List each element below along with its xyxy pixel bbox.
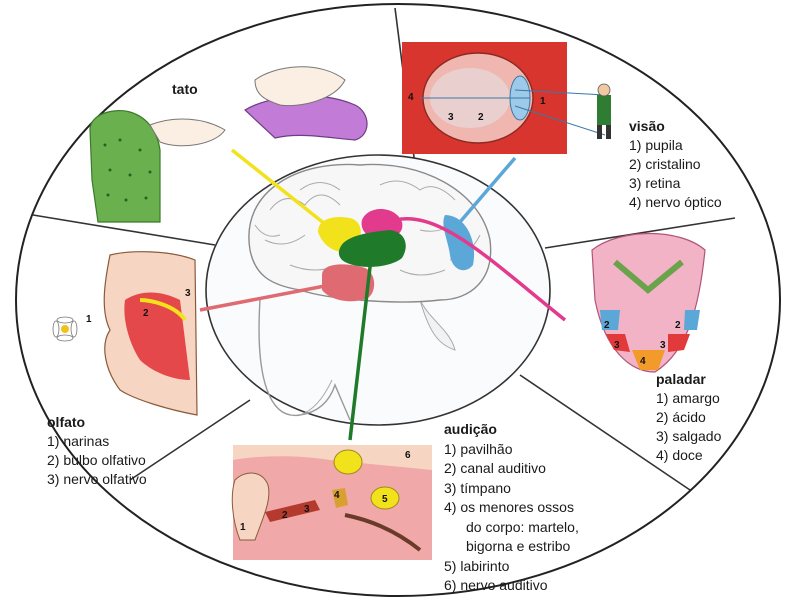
paladar-item: 3) salgado — [656, 428, 722, 444]
visao-title: visão — [629, 118, 665, 134]
brain-region-audicao — [338, 230, 406, 267]
brain-region-olfato — [322, 264, 375, 302]
audicao-title: audição — [444, 421, 497, 437]
audicao-item: 1) pavilhão — [444, 440, 513, 457]
paladar-item: 1) amargo — [656, 390, 720, 406]
paladar-marker: 4 — [640, 356, 646, 367]
olfato-marker: 1 — [86, 314, 92, 325]
visao-marker: 4 — [408, 92, 414, 103]
olfato-item: 2) bulbo olfativo — [47, 452, 146, 468]
audicao-marker: 6 — [405, 450, 411, 461]
line-paladar — [394, 217, 567, 322]
visao-marker: 1 — [540, 96, 546, 107]
audicao-item: 3) tímpano — [444, 479, 511, 496]
visao-item: 2) cristalino — [629, 156, 701, 172]
audicao-item: 6) nervo auditivo — [444, 577, 548, 593]
visao-item: 1) pupila — [629, 137, 683, 153]
paladar-marker: 3 — [660, 340, 666, 351]
visao-item: 4) nervo óptico — [629, 194, 722, 210]
line-tato — [230, 148, 337, 234]
paladar-marker: 2 — [604, 320, 610, 331]
tato-illustration — [89, 66, 368, 223]
olfato-title: olfato — [47, 414, 86, 430]
audicao-marker: 3 — [304, 504, 310, 515]
tato-title: tato — [172, 81, 198, 97]
olfato-illustration — [52, 251, 198, 416]
line-audicao — [348, 249, 374, 441]
olfato-marker: 2 — [143, 308, 149, 319]
olfato-label-block: olfato 1) narinas 2) bulbo olfativo 3) n… — [47, 413, 147, 489]
visao-marker: 2 — [478, 112, 484, 123]
paladar-item: 4) doce — [656, 447, 703, 463]
audicao-marker: 4 — [334, 490, 340, 501]
audicao-item: 2) canal auditivo — [444, 460, 546, 476]
audicao-item: bigorna e estribo — [466, 538, 571, 554]
brain-region-visao — [443, 215, 475, 271]
audicao-label-block: audição 1) pavilhão 2) canal auditivo 3)… — [444, 420, 579, 596]
audicao-item: 5) labirinto — [444, 557, 510, 574]
audicao-item: do corpo: martelo, — [466, 518, 579, 535]
visao-item: 3) retina — [629, 175, 681, 191]
audicao-marker: 5 — [382, 494, 388, 505]
olfato-marker: 3 — [185, 288, 191, 299]
olfato-item: 1) narinas — [47, 433, 110, 449]
visao-marker: 3 — [448, 112, 454, 123]
paladar-marker: 2 — [675, 320, 681, 331]
audicao-marker: 1 — [240, 522, 246, 533]
audicao-item: 4) os menores ossos — [444, 499, 574, 515]
olfato-item: 3) nervo olfativo — [47, 471, 147, 487]
visao-label-block: visão 1) pupila 2) cristalino 3) retina … — [629, 117, 722, 212]
line-olfato — [199, 283, 331, 312]
head-silhouette — [258, 299, 351, 421]
paladar-title: paladar — [656, 371, 706, 387]
paladar-label-block: paladar 1) amargo 2) ácido 3) salgado 4)… — [656, 370, 721, 465]
visao-illustration — [402, 42, 611, 154]
paladar-marker: 3 — [614, 340, 620, 351]
audicao-marker: 2 — [282, 510, 288, 521]
paladar-item: 2) ácido — [656, 409, 706, 425]
paladar-illustration — [591, 232, 706, 373]
line-visao — [458, 156, 517, 224]
audicao-illustration — [231, 445, 432, 560]
